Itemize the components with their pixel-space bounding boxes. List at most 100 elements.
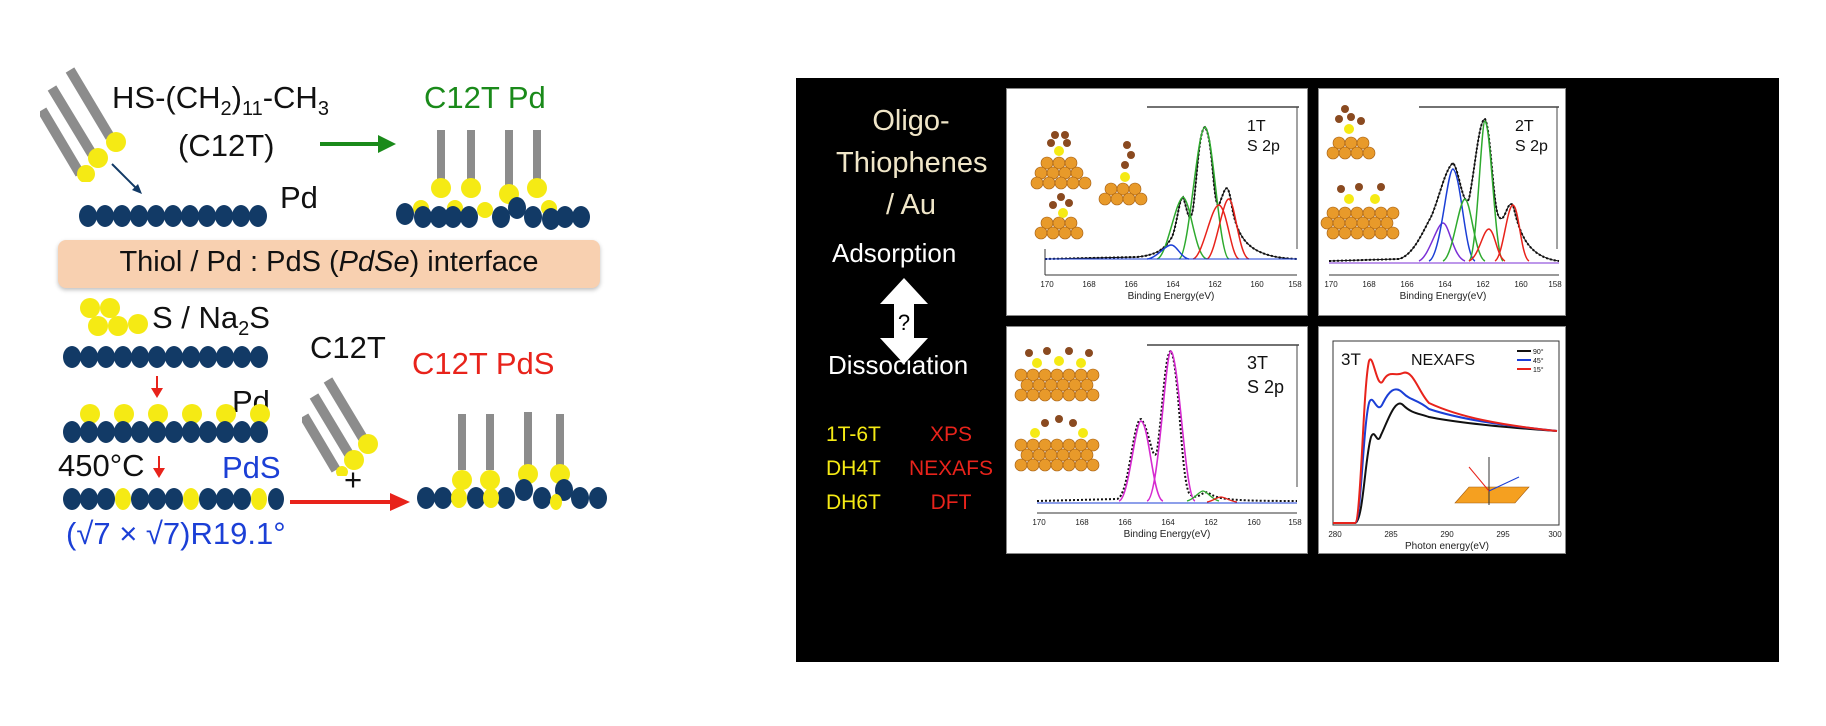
au-cluster-1 bbox=[1030, 156, 1092, 190]
reconstruction-label: (√7 × √7)R19.1° bbox=[66, 516, 286, 551]
xps-1t-plot: 1T S 2p 170 168 166 164 162 160 158 Bind… bbox=[1030, 106, 1302, 302]
xps-panel-1t: 1T S 2p 170 168 166 164 162 160 158 Bind… bbox=[1006, 88, 1308, 316]
panel-2t-label: 2T bbox=[1515, 118, 1534, 135]
pds-label: PdS bbox=[222, 450, 281, 485]
au-cluster-5 bbox=[1320, 206, 1400, 240]
molecule-list: 1T-6T DH4T DH6T bbox=[826, 418, 881, 520]
nexafs-xlabel: Photon energy(eV) bbox=[1405, 541, 1489, 552]
red-arrow-small-1 bbox=[151, 376, 163, 398]
svg-text:15°: 15° bbox=[1533, 366, 1544, 374]
sulfur-cluster bbox=[80, 298, 148, 336]
dissociation-label: Dissociation bbox=[828, 350, 969, 380]
panel-3t-label: 3T bbox=[1247, 353, 1268, 373]
svg-text:164: 164 bbox=[1166, 280, 1180, 289]
thiol-abbrev: (C12T) bbox=[178, 128, 275, 163]
product-top-label: C12T Pd bbox=[424, 80, 546, 115]
panel-2t-sublabel: S 2p bbox=[1515, 138, 1548, 155]
molecule-item: 1T-6T bbox=[826, 423, 881, 446]
question-mark: ? bbox=[898, 310, 910, 335]
svg-text:280: 280 bbox=[1328, 530, 1342, 539]
temperature-label: 450°C bbox=[58, 448, 145, 483]
thiol-formula: HS-(CH2)11-CH3 bbox=[112, 80, 329, 121]
svg-text:166: 166 bbox=[1124, 280, 1138, 289]
pds-surface bbox=[63, 488, 284, 510]
title-line-3: / Au bbox=[886, 189, 936, 221]
svg-text:158: 158 bbox=[1288, 518, 1302, 527]
adsorption-label: Adsorption bbox=[832, 238, 957, 268]
svg-text:158: 158 bbox=[1288, 280, 1302, 289]
method-item: XPS bbox=[929, 423, 973, 446]
svg-text:162: 162 bbox=[1476, 280, 1490, 289]
panel-1t-sublabel: S 2p bbox=[1247, 138, 1280, 155]
svg-text:160: 160 bbox=[1250, 280, 1264, 289]
xps-2t-ticks: 170 168 166 164 162 160 158 bbox=[1324, 280, 1562, 289]
svg-text:170: 170 bbox=[1040, 280, 1054, 289]
svg-text:162: 162 bbox=[1208, 280, 1222, 289]
svg-text:164: 164 bbox=[1161, 518, 1175, 527]
xps-1t-xlabel: Binding Energy(eV) bbox=[1128, 291, 1215, 302]
xps-2t-xlabel: Binding Energy(eV) bbox=[1400, 291, 1487, 302]
banner-text: Thiol / Pd : PdS (PdSe) interface bbox=[119, 246, 539, 278]
title-line-2: Thiophenes bbox=[836, 147, 988, 179]
xps-3t-plot: 3T S 2p 170 168 166 164 162 160 158 Bind… bbox=[1014, 344, 1302, 540]
svg-text:45°: 45° bbox=[1533, 357, 1544, 365]
pd-surface-top bbox=[79, 205, 267, 227]
svg-text:168: 168 bbox=[1075, 518, 1089, 527]
interface-banner: Thiol / Pd : PdS (PdSe) interface bbox=[58, 240, 600, 288]
svg-text:162: 162 bbox=[1204, 518, 1218, 527]
method-item: NEXAFS bbox=[908, 457, 994, 480]
title-line-1: Oligo- bbox=[872, 105, 950, 137]
molecule-item: DH6T bbox=[826, 491, 881, 514]
au-cluster-7 bbox=[1014, 438, 1100, 472]
au-cluster-3 bbox=[1098, 182, 1148, 206]
system-title: Oligo- Thiophenes / Au bbox=[836, 100, 988, 226]
svg-text:160: 160 bbox=[1514, 280, 1528, 289]
product-bottom-label: C12T PdS bbox=[412, 346, 555, 381]
svg-text:164: 164 bbox=[1438, 280, 1452, 289]
nexafs-panel: 3T NEXAFS 90° 45° 15° 280 285 290 295 30… bbox=[1318, 326, 1566, 554]
panel-1t-label: 1T bbox=[1247, 118, 1266, 135]
au-cluster-6 bbox=[1014, 368, 1100, 402]
svg-text:168: 168 bbox=[1362, 280, 1376, 289]
svg-text:160: 160 bbox=[1247, 518, 1261, 527]
nexafs-ticks: 280 285 290 295 300 bbox=[1328, 530, 1562, 539]
xps-panel-3t: 3T S 2p 170 168 166 164 162 160 158 Bind… bbox=[1006, 326, 1308, 554]
svg-text:285: 285 bbox=[1384, 530, 1398, 539]
green-arrow bbox=[320, 135, 396, 153]
method-item: DFT bbox=[930, 491, 972, 514]
svg-text:170: 170 bbox=[1032, 518, 1046, 527]
svg-text:290: 290 bbox=[1440, 530, 1454, 539]
c12t-pds-structure bbox=[417, 412, 607, 510]
c12t-label: C12T bbox=[310, 330, 386, 365]
method-list: XPS NEXAFS DFT bbox=[908, 418, 994, 520]
tilted-thiol-molecules bbox=[40, 67, 126, 182]
svg-text:295: 295 bbox=[1496, 530, 1510, 539]
xps-2t-plot: 2T S 2p 170 168 166 164 162 160 158 Bind… bbox=[1320, 105, 1562, 302]
svg-text:166: 166 bbox=[1118, 518, 1132, 527]
svg-text:158: 158 bbox=[1548, 280, 1562, 289]
molecule-item: DH4T bbox=[826, 457, 881, 480]
geometry-inset-icon bbox=[1454, 457, 1530, 505]
nexafs-legend: 90° 45° 15° bbox=[1517, 348, 1544, 374]
tilted-c12t-molecules bbox=[302, 377, 378, 476]
svg-text:166: 166 bbox=[1400, 280, 1414, 289]
right-panel: Oligo- Thiophenes / Au Adsorption ? Diss… bbox=[796, 78, 1779, 662]
svg-text:90°: 90° bbox=[1533, 348, 1544, 356]
au-cluster-2 bbox=[1034, 216, 1084, 240]
red-arrow-long bbox=[290, 493, 410, 511]
adsorb-arrow bbox=[111, 163, 142, 194]
xps-1t-ticks: 170 168 166 164 162 160 158 bbox=[1040, 280, 1302, 289]
xps-panel-2t: 2T S 2p 170 168 166 164 162 160 158 Bind… bbox=[1318, 88, 1566, 316]
sulfur-source: S / Na2S bbox=[152, 300, 270, 341]
svg-text:168: 168 bbox=[1082, 280, 1096, 289]
pd-label-top: Pd bbox=[280, 180, 318, 215]
svg-text:170: 170 bbox=[1324, 280, 1338, 289]
pd-surface-mid bbox=[63, 346, 268, 368]
plus-sign: + bbox=[344, 462, 363, 497]
nexafs-plot: 3T NEXAFS 90° 45° 15° 280 285 290 295 30… bbox=[1328, 340, 1562, 552]
xps-3t-ticks: 170 168 166 164 162 160 158 bbox=[1032, 518, 1302, 527]
au-cluster-4 bbox=[1326, 136, 1376, 160]
panel-3t-sublabel: S 2p bbox=[1247, 377, 1284, 397]
nexafs-sample-label: 3T bbox=[1341, 350, 1361, 369]
xps-3t-xlabel: Binding Energy(eV) bbox=[1124, 529, 1211, 540]
